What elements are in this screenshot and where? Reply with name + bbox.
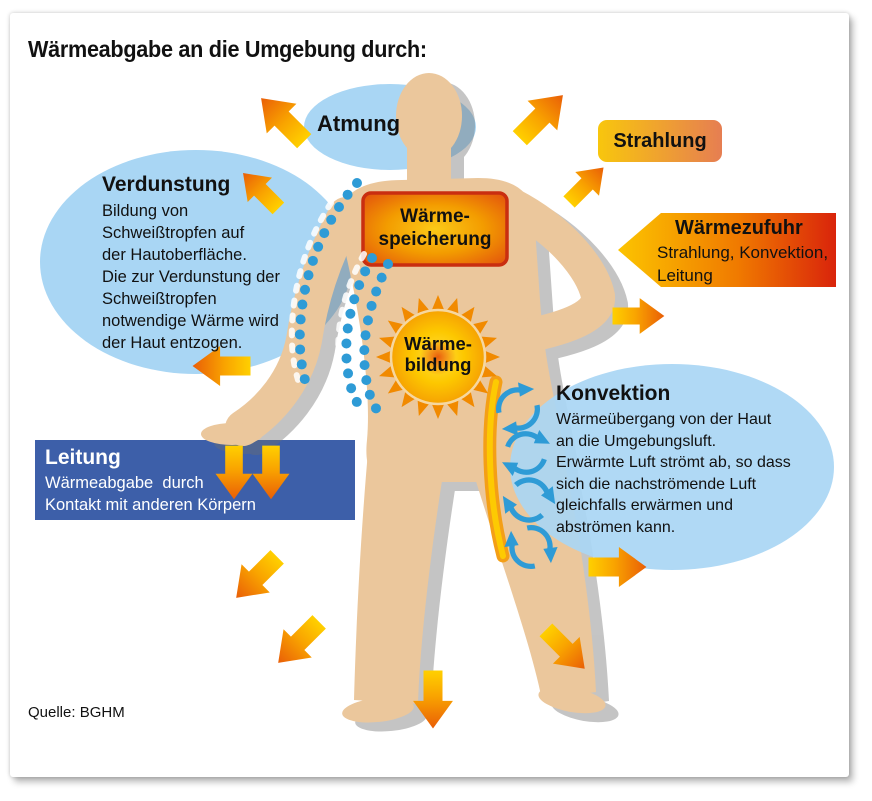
strahlung-label: Strahlung	[613, 129, 707, 152]
waermespeicherung-box	[361, 191, 509, 267]
leitung-text: Wärmeabgabe durch Kontakt mit anderen Kö…	[45, 474, 256, 514]
konvektion-text: Wärmeübergang von der Haut an die Umgebu…	[556, 411, 791, 536]
waermespeicherung-line1: Wärme-	[400, 206, 470, 228]
heat-arrow-icon	[504, 80, 578, 154]
waermebildung-line2: bildung	[404, 354, 472, 376]
leitung-block: Leitung Wärmeabgabe durch Kontakt mit an…	[45, 446, 256, 516]
waermezufuhr-text: Strahlung, Konvektion, Leitung	[657, 243, 829, 285]
verdunstung-heading: Verdunstung	[102, 173, 231, 196]
sun-icon	[376, 295, 500, 419]
waermezufuhr-banner	[618, 213, 836, 287]
strahlung-box	[598, 120, 722, 162]
waermezufuhr-heading: Wärmezufuhr	[675, 217, 803, 239]
konvektion-bubble	[510, 364, 834, 570]
heat-arrow-icon	[264, 607, 334, 677]
page-title: Wärmeabgabe an die Umgebung durch:	[28, 36, 427, 62]
waermezufuhr-block: Wärmezufuhr Strahlung, Konvektion, Leitu…	[657, 217, 828, 287]
atmung-label: Atmung	[317, 111, 401, 136]
waermebildung-line1: Wärme-	[404, 333, 472, 354]
waermespeicherung-label: Wärme- speicherung	[363, 193, 507, 265]
konvektion-block: Konvektion Wärmeübergang von der Haut an…	[556, 382, 791, 538]
waermebildung-label: Wärme- bildung	[378, 333, 498, 376]
leitung-heading: Leitung	[45, 446, 121, 469]
sweat-drops-icon	[288, 176, 393, 415]
heat-glow	[483, 375, 510, 563]
heat-arrow-icon	[557, 155, 616, 214]
verdunstung-text: Bildung von Schweißtropfen auf der Hauto…	[102, 202, 280, 352]
konvektion-heading: Konvektion	[556, 382, 671, 405]
leitung-box	[35, 440, 355, 520]
source-credit: Quelle: BGHM	[28, 704, 125, 721]
waermespeicherung-line2: speicherung	[378, 229, 492, 250]
heat-arrow-icon	[222, 542, 292, 612]
verdunstung-block: Verdunstung Bildung von Schweißtropfen a…	[102, 173, 280, 354]
